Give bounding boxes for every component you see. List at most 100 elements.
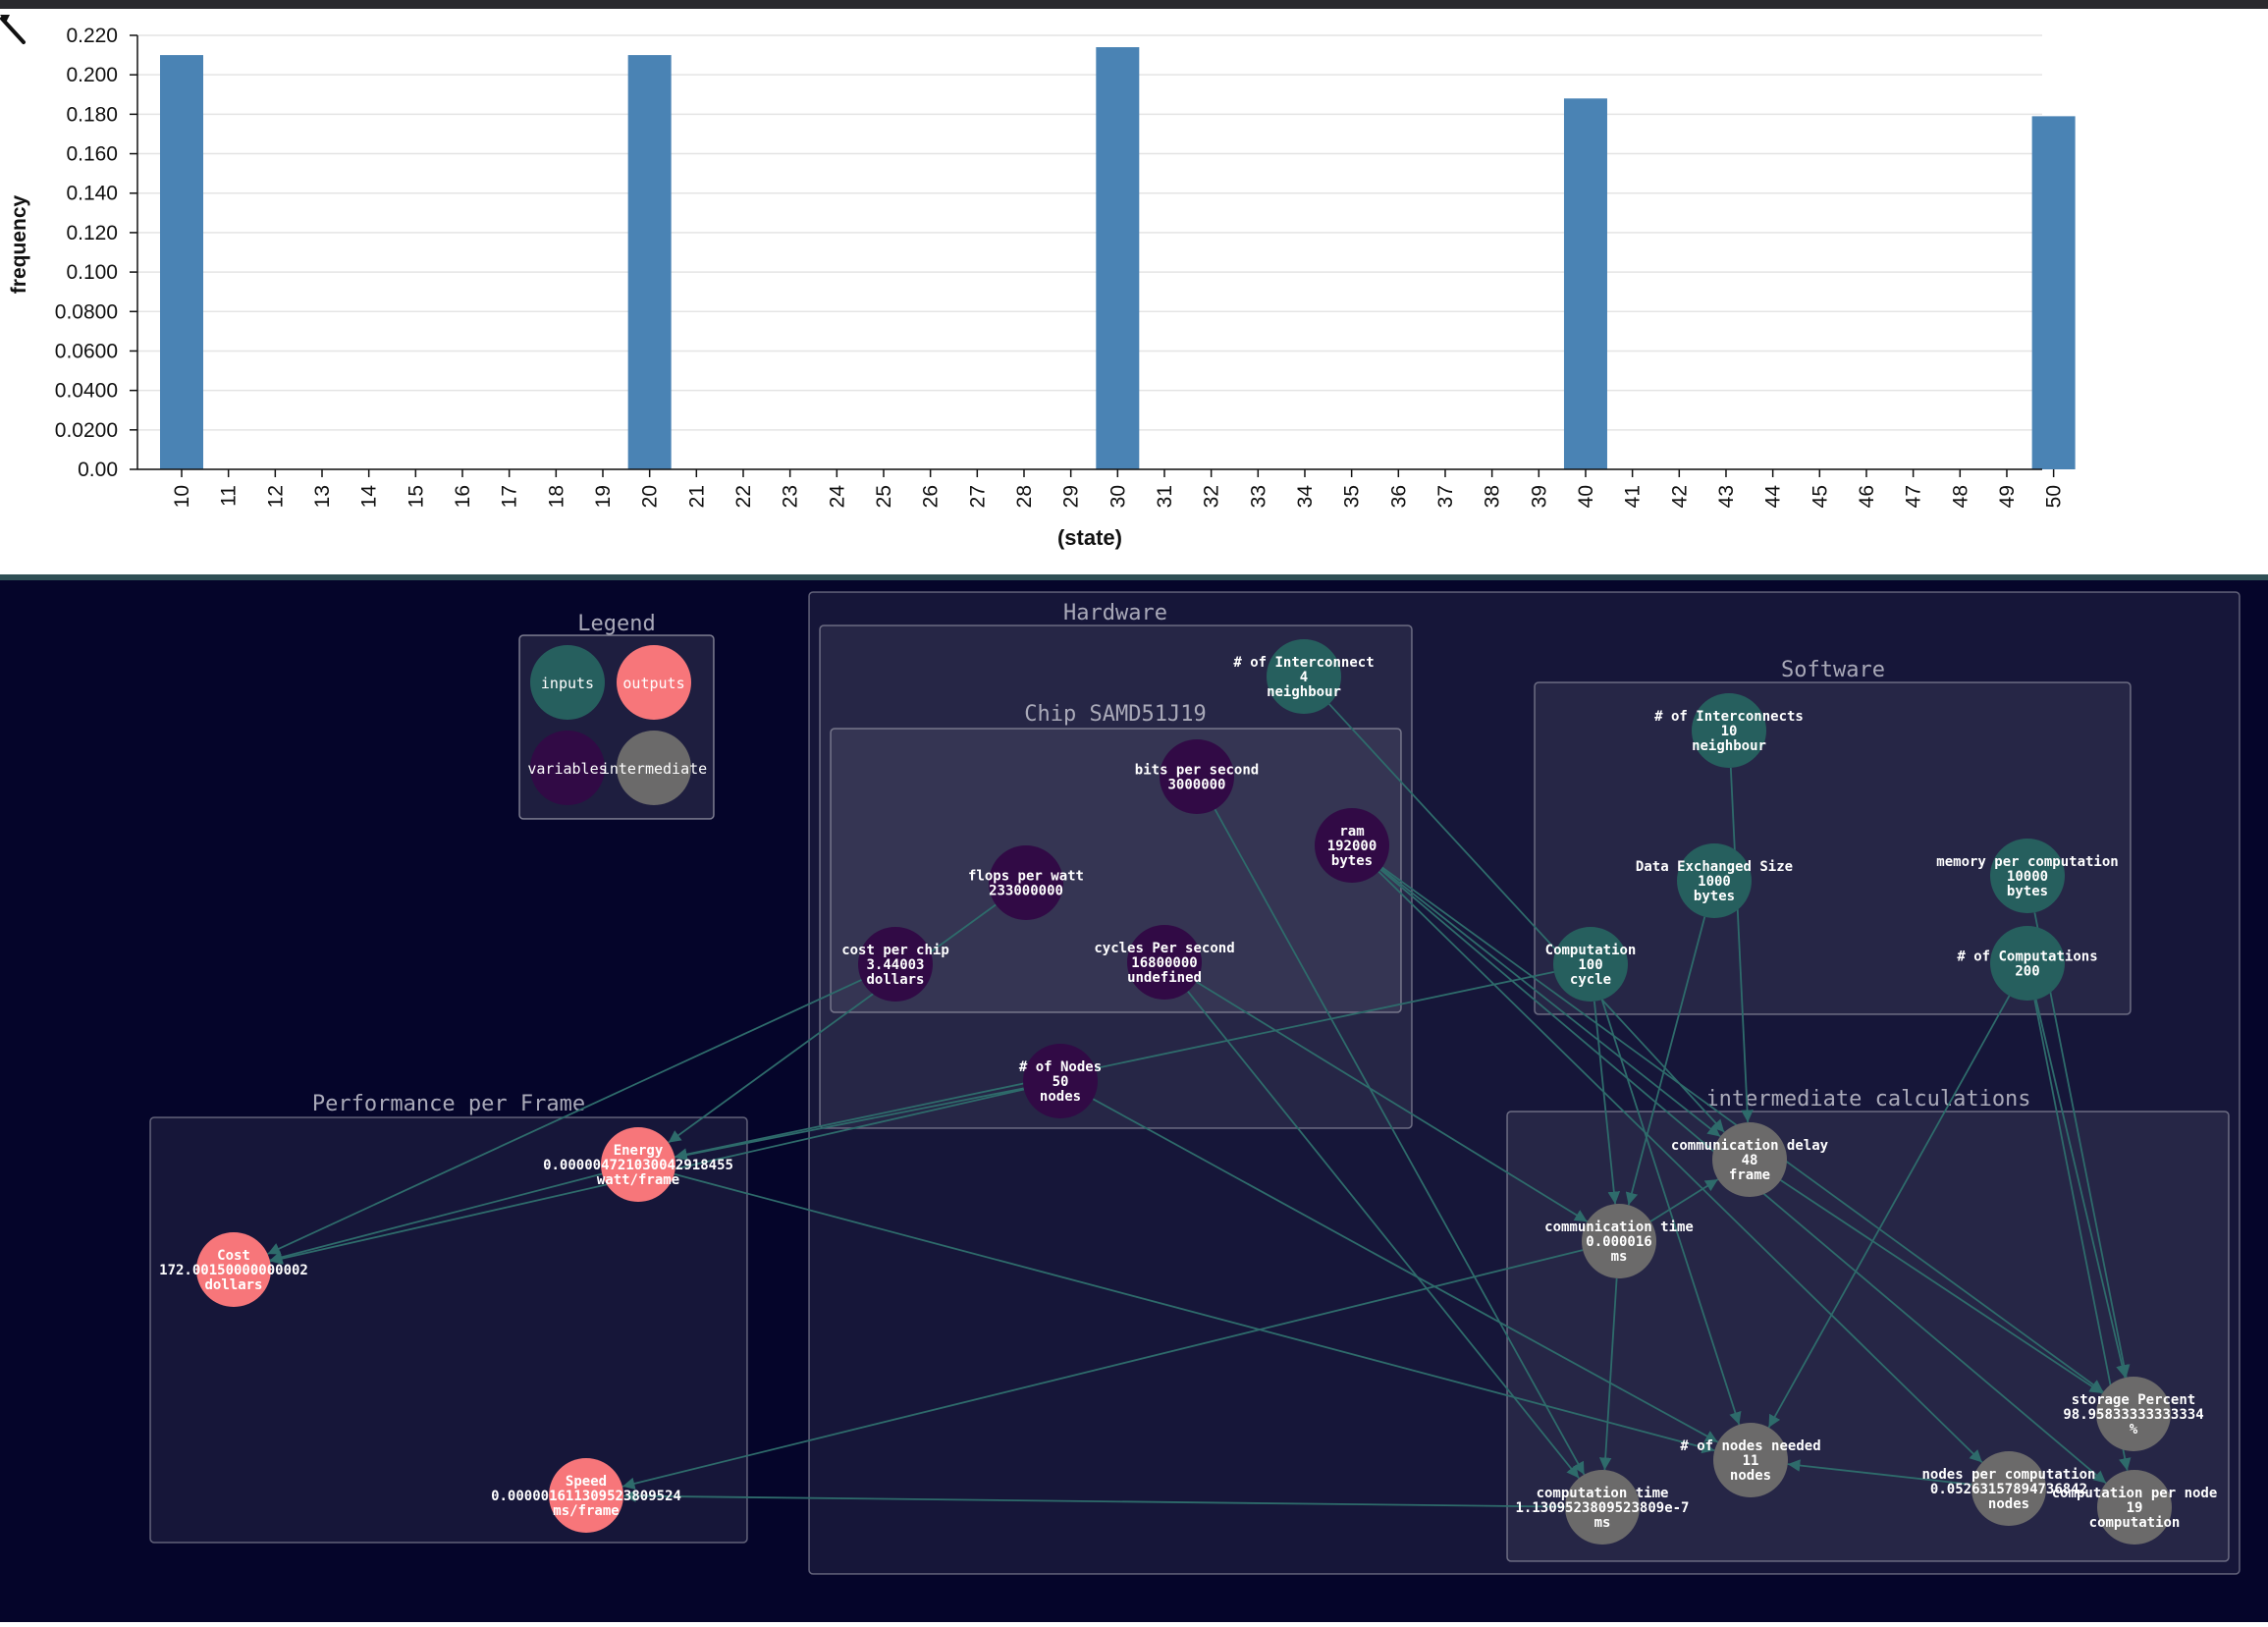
node-label-line: 19 (2127, 1500, 2143, 1516)
node-circle[interactable] (1713, 1423, 1788, 1497)
edge-cycles-comm_time (1195, 981, 1589, 1222)
node-label-line: 11 (1743, 1453, 1759, 1469)
node-label-line: bytes (1694, 889, 1735, 904)
node-label-line: neighbour (1267, 684, 1341, 700)
node-nodes_per_comp[interactable]: nodes per computation0.05263157894736842… (1921, 1451, 2096, 1526)
node-circle[interactable] (2097, 1470, 2172, 1545)
node-circle[interactable] (858, 927, 933, 1002)
node-label-line: undefined (1127, 970, 1202, 986)
group-chip (830, 728, 1402, 1013)
x-tick-label: 37 (1434, 485, 1457, 508)
x-tick-label: 26 (920, 485, 943, 508)
y-tick-label: 0.200 (66, 64, 118, 86)
node-circle[interactable] (1677, 843, 1752, 918)
x-tick-label: 50 (2043, 485, 2066, 508)
node-circle[interactable] (1990, 839, 2065, 913)
edge-comm_time-speed (621, 1249, 1584, 1491)
x-tick-label: 23 (780, 485, 802, 508)
node-circle[interactable] (1582, 1204, 1656, 1278)
node-label-line: cycle (1570, 972, 1611, 988)
node-circle[interactable] (1267, 639, 1341, 714)
x-tick-label: 22 (732, 485, 755, 508)
x-tick-label: 19 (592, 485, 615, 508)
node-circle[interactable] (1990, 926, 2065, 1001)
node-label-line: 48 (1742, 1153, 1758, 1168)
x-tick-label: 16 (452, 485, 474, 508)
x-axis-label: (state) (1057, 525, 1122, 550)
node-label-line: computation per node (2052, 1486, 2218, 1501)
node-label-line: watt/frame (597, 1172, 679, 1188)
wrench-icon[interactable] (0, 15, 26, 44)
node-label-line: 3.44003 (866, 957, 924, 973)
edge-nodes_per_comp-nodes_needed (1787, 1459, 1972, 1486)
legend-swatch-inputs (530, 645, 605, 720)
node-circle[interactable] (1160, 739, 1234, 814)
group-title-software: Software (1781, 658, 1885, 682)
y-tick-label: 0.160 (66, 143, 118, 166)
node-circle[interactable] (1565, 1470, 1640, 1545)
node-label-line: communication time (1544, 1220, 1694, 1235)
edge-comm_time-comm_delay (1649, 1178, 1719, 1222)
node-circle[interactable] (1971, 1451, 2046, 1526)
x-tick-label: 27 (966, 485, 989, 508)
node-label-line: 16800000 (1131, 955, 1197, 971)
node-label-line: Cost (217, 1248, 250, 1264)
x-tick-label: 21 (685, 485, 708, 508)
x-tick-label: 15 (405, 485, 427, 508)
group-title-intermediate: intermediate calculations (1705, 1087, 2030, 1112)
bar-series (160, 47, 2076, 470)
edge-computation-energy (675, 970, 1554, 1161)
node-circle[interactable] (1553, 927, 1628, 1002)
node-circle[interactable] (989, 845, 1063, 920)
bar-20 (627, 55, 672, 469)
node-circle[interactable] (601, 1127, 675, 1202)
x-tick-label: 14 (358, 485, 381, 509)
node-label-line: 1.1309523809523809e-7 (1515, 1500, 1689, 1516)
panel-separator (0, 574, 2268, 580)
edge-computation-nodes_needed (1600, 999, 1742, 1426)
node-label-line: nodes per computation (1921, 1467, 2095, 1483)
node-circle[interactable] (1127, 925, 1202, 1000)
legend-label-inputs: inputs (541, 675, 594, 692)
node-circle[interactable] (2096, 1377, 2171, 1451)
edge-nodes-energy (675, 1087, 1024, 1162)
x-tick-label: 46 (1856, 485, 1878, 508)
y-gridlines (137, 34, 2042, 470)
node-circle[interactable] (1692, 693, 1766, 768)
node-circle[interactable] (1712, 1122, 1787, 1197)
node-label-line: # of Interconnect (1233, 655, 1374, 671)
node-circle[interactable] (196, 1232, 271, 1307)
node-label-line: 10000 (2007, 869, 2048, 885)
node-circle[interactable] (1315, 808, 1389, 883)
group-hardware-inner (819, 624, 1413, 1129)
x-tick-label: 45 (1809, 485, 1831, 508)
edge-comm_time-comp_time (1598, 1277, 1618, 1471)
node-circle[interactable] (1023, 1044, 1098, 1118)
node-label-line: cycles Per second (1094, 941, 1234, 956)
node-label-line: 0.0000016113095238095​24 (491, 1489, 681, 1504)
node-circle[interactable] (549, 1458, 623, 1533)
node-label-line: 100 (1578, 957, 1602, 973)
